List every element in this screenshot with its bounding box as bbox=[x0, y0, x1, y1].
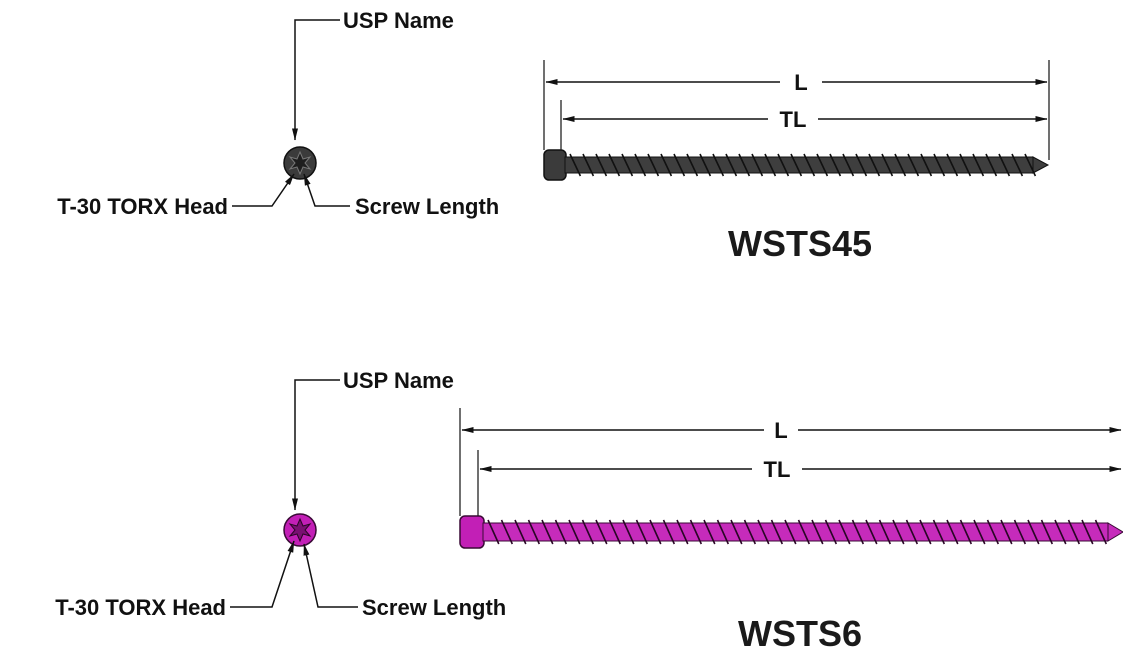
screw-length-label: Screw Length bbox=[355, 194, 499, 219]
usp-name-label: USP Name bbox=[343, 8, 454, 33]
dim-tl-label: TL bbox=[780, 107, 807, 132]
screw-length-label: Screw Length bbox=[362, 595, 506, 620]
screw-head-side bbox=[543, 149, 567, 181]
screw-group-wsts6: USP Name T-30 TORX Head Screw Length L T… bbox=[55, 368, 1123, 653]
torx-drive-icon bbox=[288, 150, 312, 176]
usp-name-leader bbox=[292, 19, 340, 141]
screw-side-view-wsts6 bbox=[459, 515, 1123, 549]
screw-length-leader bbox=[303, 173, 350, 207]
screw-tip bbox=[1107, 522, 1123, 542]
screw-tip bbox=[1032, 156, 1050, 174]
torx-head-view-wsts45 bbox=[283, 146, 317, 180]
torx-head-view-wsts6 bbox=[283, 513, 317, 547]
model-title: WSTS45 bbox=[728, 223, 872, 264]
screw-threads bbox=[569, 153, 1037, 177]
model-title: WSTS6 bbox=[738, 613, 862, 653]
screw-head-side bbox=[459, 515, 485, 549]
usp-name-leader bbox=[292, 379, 340, 511]
torx-head-leader bbox=[230, 540, 295, 608]
screw-threads bbox=[487, 519, 1108, 545]
torx-drive-icon bbox=[288, 517, 312, 543]
dim-tl-label: TL bbox=[764, 457, 791, 482]
usp-name-label: USP Name bbox=[343, 368, 454, 393]
dim-l-label: L bbox=[794, 70, 807, 95]
torx-head-leader bbox=[232, 173, 295, 207]
torx-head-label: T-30 TORX Head bbox=[57, 194, 228, 219]
screw-group-wsts45: USP Name T-30 TORX Head Screw Length L T… bbox=[57, 8, 1050, 264]
dim-l-label: L bbox=[774, 418, 787, 443]
screw-length-leader bbox=[303, 543, 358, 608]
screw-side-view-wsts45 bbox=[543, 149, 1050, 181]
torx-head-label: T-30 TORX Head bbox=[55, 595, 226, 620]
